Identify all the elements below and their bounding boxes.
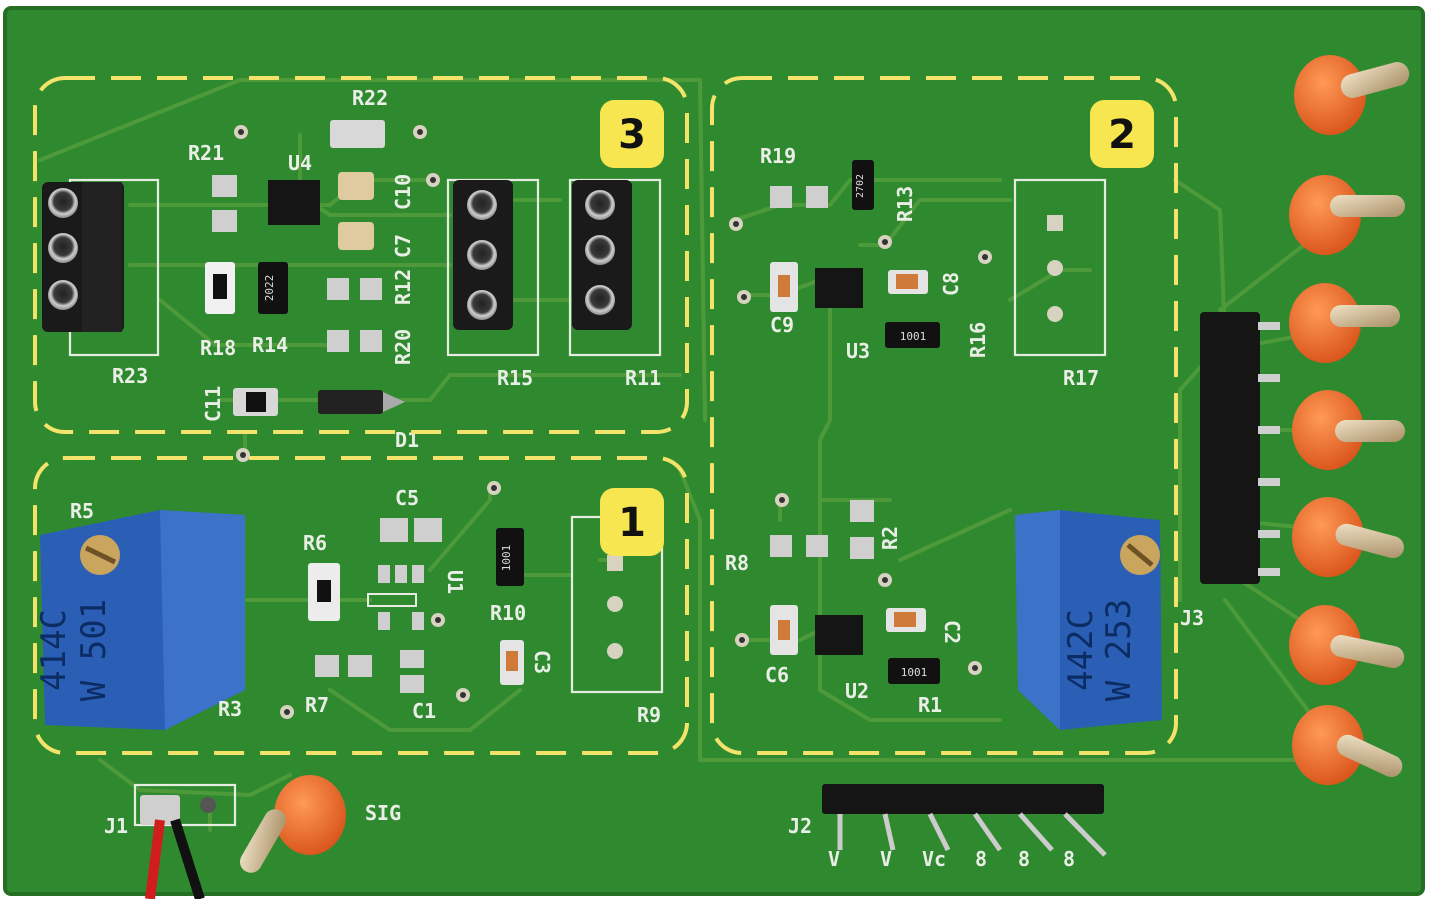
r1-marking: 1001: [901, 666, 928, 679]
label-u3: U3: [846, 339, 870, 363]
label-c10: C10: [391, 174, 415, 210]
label-sig: SIG: [365, 801, 401, 825]
label-j2-pin-4: 8: [975, 847, 987, 871]
pot-right-marking-2: 442C: [1061, 609, 1101, 691]
label-j2-pin-6: 8: [1063, 847, 1075, 871]
zone-2-components: 2702 1001 1001: [770, 160, 1063, 684]
test-points-right: [1289, 55, 1410, 785]
zone-2-outline: [710, 76, 1178, 755]
zone-badge-1: 1: [600, 488, 664, 556]
label-j1: J1: [104, 814, 128, 838]
label-r12: R12: [391, 269, 415, 305]
label-c1: C1: [412, 699, 436, 723]
zone-outlines: [33, 76, 1178, 755]
zone-1-components: 1001: [308, 518, 623, 693]
zone-3-components: 2022: [42, 120, 632, 416]
r16-marking: 1001: [900, 330, 927, 343]
label-r21: R21: [188, 141, 224, 165]
label-j2-pin-1: V: [828, 847, 840, 871]
label-r8: R8: [725, 551, 749, 575]
label-c9: C9: [770, 313, 794, 337]
silkscreen-labels: R22 R21 U4 C10 C7 R12 R20 R18 R14 R23 R1…: [70, 86, 1204, 871]
label-r13: R13: [893, 186, 917, 222]
label-r7: R7: [305, 693, 329, 717]
label-u2: U2: [845, 679, 869, 703]
label-r16: R16: [966, 322, 990, 358]
header-j2: [822, 784, 1107, 857]
label-r15: R15: [497, 366, 533, 390]
header-r23: [42, 182, 124, 332]
zone-badge-1-text: 1: [618, 500, 646, 546]
label-r2: R2: [878, 526, 902, 550]
r13-marking: 2702: [855, 174, 866, 198]
header-r11: [572, 180, 632, 330]
label-c11: C11: [201, 386, 225, 422]
label-r3: R3: [218, 697, 242, 721]
r10-marking: 1001: [500, 545, 513, 572]
header-j3: [1200, 312, 1280, 584]
label-r10: R10: [490, 601, 526, 625]
label-j2-pin-3: Vc: [922, 847, 946, 871]
pot-right-marking-1: W 253: [1099, 599, 1139, 701]
label-c6: C6: [765, 663, 789, 687]
label-r17: R17: [1063, 366, 1099, 390]
label-r14: R14: [252, 333, 288, 357]
r14-marking: 2022: [263, 275, 276, 302]
label-c8: C8: [939, 272, 963, 296]
zone-badge-3-text: 3: [618, 112, 646, 158]
label-u4: U4: [288, 151, 312, 175]
label-c3: C3: [530, 650, 554, 674]
label-r19: R19: [760, 144, 796, 168]
trimmer-pot-right: W 253 442C: [1015, 510, 1162, 730]
label-r5: R5: [70, 499, 94, 523]
label-r11: R11: [625, 366, 661, 390]
zone-badge-2: 2: [1090, 100, 1154, 168]
label-r23: R23: [112, 364, 148, 388]
vias: [234, 125, 992, 719]
label-u1: U1: [443, 570, 467, 594]
connector-j1: [140, 775, 346, 901]
pot-left-marking-1: W 501: [74, 599, 114, 701]
label-j2-pin-5: 8: [1018, 847, 1030, 871]
label-c7: C7: [391, 234, 415, 258]
label-r20: R20: [391, 329, 415, 365]
label-j2-pin-2: V: [880, 847, 892, 871]
pot-left-marking-2: 414C: [34, 609, 74, 691]
label-r22: R22: [352, 86, 388, 110]
zone-badge-2-text: 2: [1108, 112, 1136, 158]
label-j3: J3: [1180, 606, 1204, 630]
label-c2: C2: [940, 620, 964, 644]
zone-3-outline: [33, 76, 689, 434]
label-r9: R9: [637, 703, 661, 727]
label-r1: R1: [918, 693, 942, 717]
header-r15: [453, 180, 513, 330]
zone-badge-3: 3: [600, 100, 664, 168]
label-c5: C5: [395, 486, 419, 510]
trimmer-pot-left: W 501 414C: [34, 510, 245, 730]
label-j2: J2: [788, 814, 812, 838]
label-r6: R6: [303, 531, 327, 555]
label-r18: R18: [200, 336, 236, 360]
zone-1-outline: [33, 456, 689, 755]
